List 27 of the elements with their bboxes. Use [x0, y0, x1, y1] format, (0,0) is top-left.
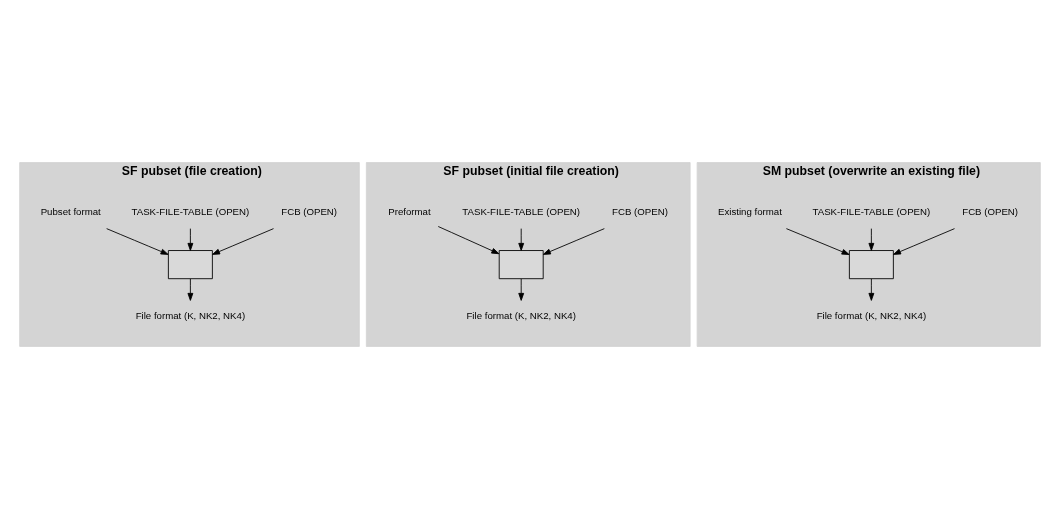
node-box [167, 249, 213, 279]
arrow [437, 225, 500, 254]
arrow [187, 278, 194, 301]
node-text: File format (K, NK2, NK4) [816, 309, 927, 321]
arrow [542, 227, 605, 255]
node-text: FCB (OPEN) [962, 205, 1019, 217]
arrow [187, 227, 194, 251]
node-box [498, 249, 544, 279]
arrow [212, 227, 274, 255]
arrow [106, 227, 169, 255]
node-text: File format (K, NK2, NK4) [466, 309, 576, 321]
node-text: Preformat [388, 205, 431, 217]
node-text: TASK-FILE-TABLE (OPEN) [812, 205, 931, 217]
node-text: TASK-FILE-TABLE (OPEN) [462, 205, 581, 217]
arrow [893, 227, 955, 255]
node-text: FCB (OPEN) [612, 205, 668, 217]
node-text: Pubset format [40, 205, 101, 217]
arrow [868, 227, 875, 251]
node-box [848, 249, 894, 279]
arrow [868, 278, 875, 301]
arrow [518, 278, 525, 301]
node-text: FCB (OPEN) [281, 205, 338, 217]
arrow [785, 227, 850, 255]
node-text: File format (K, NK2, NK4) [135, 309, 246, 321]
arrow [518, 227, 525, 251]
node-text: TASK-FILE-TABLE (OPEN) [131, 205, 250, 217]
node-text: Existing format [718, 205, 782, 217]
